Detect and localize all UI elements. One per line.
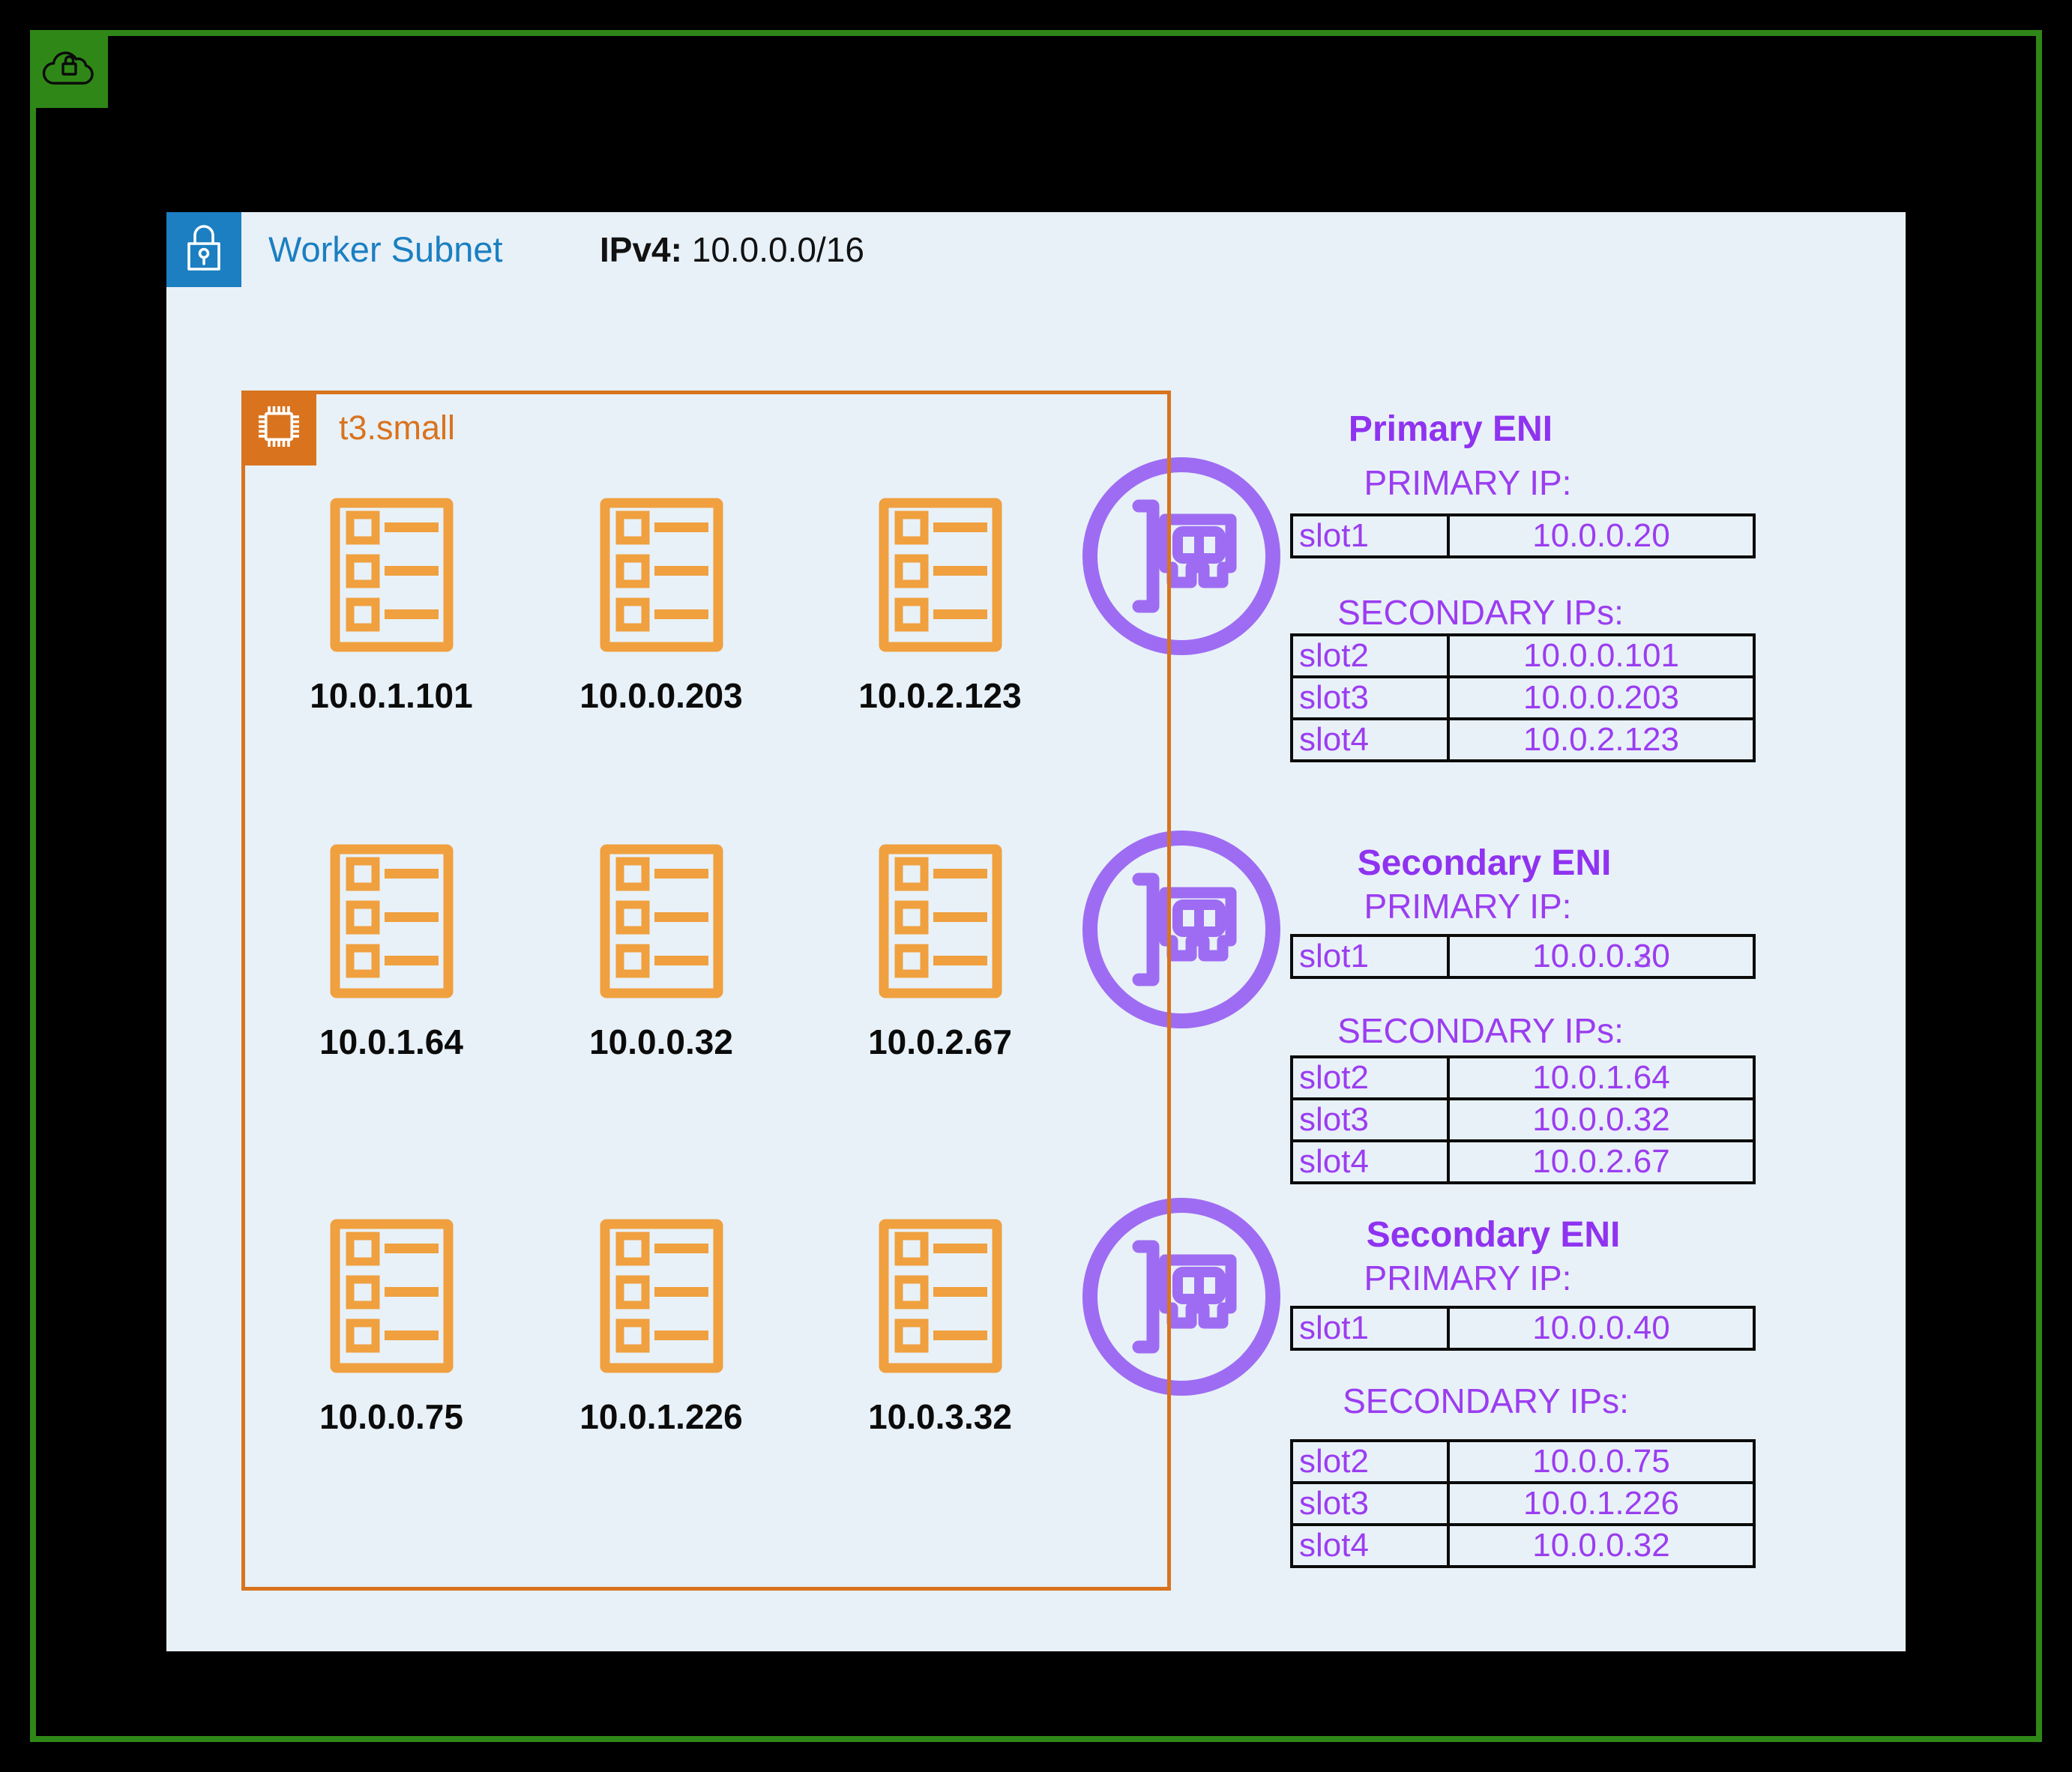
ip-value: 10.0.2.67 — [1447, 1139, 1756, 1184]
table-row: slot1 10.0.0.20 — [1290, 513, 1756, 558]
table-row: slot2 10.0.0.101 — [1290, 633, 1756, 678]
eni-primary-ip-table: slot1 10.0.0.40 — [1290, 1306, 1756, 1351]
ip-value: 10.0.0.20 — [1447, 513, 1756, 558]
table-row: slot3 10.0.1.226 — [1290, 1481, 1756, 1526]
ip-value: 10.0.1.226 — [1447, 1481, 1756, 1526]
pod-ip-label: 10.0.1.101 — [310, 676, 473, 715]
aws-cloud-boundary — [30, 30, 2042, 1742]
pod-icon — [879, 498, 1002, 652]
instance-badge — [241, 391, 316, 465]
pod: 10.0.0.203 — [549, 497, 774, 716]
pod-icon — [600, 1219, 723, 1373]
eni-secondary-ip-heading: SECONDARY IPs: — [1337, 593, 1624, 632]
slot-label: slot4 — [1290, 1139, 1450, 1184]
pod-ip-label: 10.0.0.32 — [589, 1022, 733, 1061]
eni-primary-ip-heading: PRIMARY IP: — [1364, 463, 1572, 502]
eni-secondary-ip-heading: SECONDARY IPs: — [1337, 1011, 1624, 1050]
ip-value: 10.0.0.75 — [1447, 1439, 1756, 1484]
subnet-badge — [166, 212, 241, 287]
subnet-title: Worker Subnet — [268, 229, 503, 269]
eni-title: Secondary ENI — [1357, 843, 1612, 883]
pod-icon — [600, 498, 723, 652]
instance-type-label: t3.small — [339, 409, 456, 447]
ip-value: 10.0.0.20 10.0.0.30 — [1447, 934, 1756, 979]
pod: 10.0.0.32 — [549, 843, 774, 1062]
slot-label: slot3 — [1290, 1097, 1450, 1142]
pod-icon — [330, 1219, 453, 1373]
table-row: slot4 10.0.2.67 — [1290, 1139, 1756, 1184]
table-row: slot4 10.0.0.32 — [1290, 1523, 1756, 1568]
pod-icon — [879, 1219, 1002, 1373]
slot-label: slot2 — [1290, 1439, 1450, 1484]
eni-secondary-ip-table: slot2 10.0.0.101 slot3 10.0.0.203 slot4 … — [1290, 633, 1756, 762]
subnet-cidr: IPv4: 10.0.0.0/16 — [600, 212, 864, 287]
pod-ip-label: 10.0.0.203 — [579, 676, 743, 715]
table-row: slot1 10.0.0.20 10.0.0.30 — [1290, 934, 1756, 979]
table-row: slot4 10.0.2.123 — [1290, 717, 1756, 762]
table-row: slot2 10.0.0.75 — [1290, 1439, 1756, 1484]
pod: 10.0.2.67 — [828, 843, 1052, 1062]
eni-secondary-ip-table: slot2 10.0.1.64 slot3 10.0.0.32 slot4 10… — [1290, 1055, 1756, 1184]
cloud-lock-icon — [38, 44, 100, 94]
pod-icon — [879, 844, 1002, 998]
pod-ip-label: 10.0.1.64 — [319, 1022, 463, 1061]
ip-value: 10.0.0.32 — [1447, 1097, 1756, 1142]
ip-value: 10.0.0.32 — [1447, 1523, 1756, 1568]
ip-value-main: 10.0.0.30 — [1532, 938, 1670, 974]
pod-ip-label: 10.0.0.75 — [319, 1397, 463, 1436]
pod-ip-label: 10.0.2.123 — [858, 676, 1022, 715]
slot-label: slot2 — [1290, 633, 1450, 678]
slot-label: slot3 — [1290, 1481, 1450, 1526]
table-row: slot3 10.0.0.203 — [1290, 675, 1756, 720]
slot-label: slot3 — [1290, 675, 1450, 720]
worker-subnet-box — [166, 212, 1906, 1651]
ip-value: 10.0.2.123 — [1447, 717, 1756, 762]
pod-ip-label: 10.0.2.67 — [868, 1022, 1012, 1061]
slot-label: slot4 — [1290, 717, 1450, 762]
slot-label: slot1 — [1290, 513, 1450, 558]
eni-title: Secondary ENI — [1366, 1215, 1621, 1255]
ip-value: 10.0.0.203 — [1447, 675, 1756, 720]
eni-primary-ip-table: slot1 10.0.0.20 — [1290, 513, 1756, 558]
slot-label: slot1 — [1290, 934, 1450, 979]
pod: 10.0.1.226 — [549, 1218, 774, 1437]
pod: 10.0.0.75 — [279, 1218, 504, 1437]
eni-icon — [1080, 1196, 1283, 1398]
table-row: slot3 10.0.0.32 — [1290, 1097, 1756, 1142]
ip-value: 10.0.1.64 — [1447, 1055, 1756, 1100]
eni-title: Primary ENI — [1348, 409, 1553, 449]
ip-value-ghost: 10.0.0.20 — [1532, 938, 1670, 974]
eni-primary-ip-heading: PRIMARY IP: — [1364, 1259, 1572, 1298]
eni-primary-ip-heading: PRIMARY IP: — [1364, 887, 1572, 926]
pod-icon — [330, 844, 453, 998]
table-row: slot1 10.0.0.40 — [1290, 1306, 1756, 1351]
ip-value: 10.0.0.40 — [1447, 1306, 1756, 1351]
table-row: slot2 10.0.1.64 — [1290, 1055, 1756, 1100]
pod: 10.0.1.101 — [279, 497, 504, 716]
pod: 10.0.1.64 — [279, 843, 504, 1062]
eni-secondary-ip-heading: SECONDARY IPs: — [1343, 1381, 1629, 1420]
eni-icon — [1080, 828, 1283, 1031]
pod-ip-label: 10.0.1.226 — [579, 1397, 743, 1436]
pod-icon — [600, 844, 723, 998]
padlock-icon — [181, 223, 227, 277]
eni-primary-ip-table: slot1 10.0.0.20 10.0.0.30 — [1290, 934, 1756, 979]
slot-label: slot1 — [1290, 1306, 1450, 1351]
slot-label: slot4 — [1290, 1523, 1450, 1568]
pod-ip-label: 10.0.3.32 — [868, 1397, 1012, 1436]
pod-icon — [330, 498, 453, 652]
subnet-cidr-value: 10.0.0.0/16 — [691, 230, 864, 269]
eni-icon — [1080, 455, 1283, 657]
ip-value: 10.0.0.101 — [1447, 633, 1756, 678]
subnet-cidr-label: IPv4: — [600, 230, 682, 269]
slot-label: slot2 — [1290, 1055, 1450, 1100]
aws-cloud-badge — [30, 30, 108, 108]
eni-secondary-ip-table: slot2 10.0.0.75 slot3 10.0.1.226 slot4 1… — [1290, 1439, 1756, 1568]
pod: 10.0.2.123 — [828, 497, 1052, 716]
chip-icon — [252, 400, 306, 457]
pod: 10.0.3.32 — [828, 1218, 1052, 1437]
